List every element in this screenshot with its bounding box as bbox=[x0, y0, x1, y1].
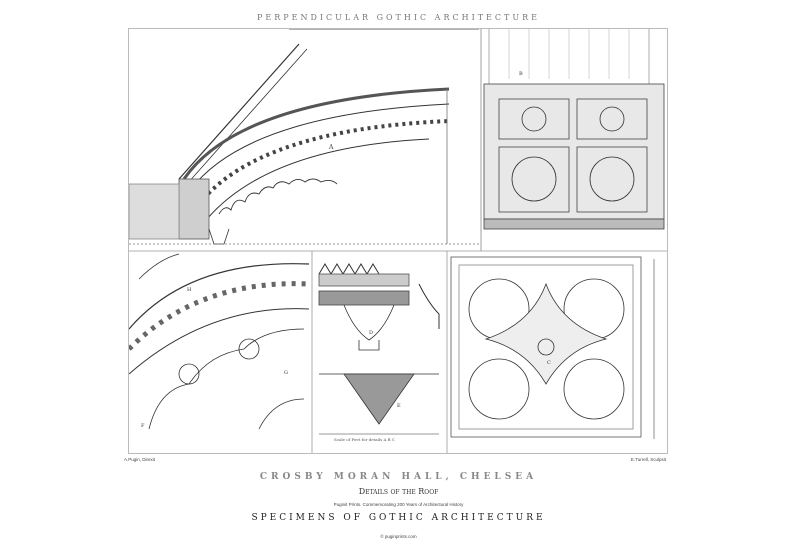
scale-note: Scale of Feet for details A B C bbox=[334, 437, 395, 442]
detail-h-g-f-arches: H G F bbox=[129, 253, 310, 430]
engraving-illustration: A B H G F bbox=[129, 29, 667, 453]
label-f: F bbox=[141, 423, 145, 429]
credit-engraver: E.Turrell, Sculpsit bbox=[630, 457, 666, 462]
detail-a-roof-arch: A bbox=[129, 29, 479, 245]
plate-header-title: PERPENDICULAR GOTHIC ARCHITECTURE bbox=[257, 13, 540, 22]
label-c: C bbox=[547, 360, 551, 366]
detail-d-e-bracket: D E Scale of Feet for details A B C bbox=[318, 263, 440, 442]
detail-b-screen: B bbox=[483, 29, 665, 230]
place-title: CROSBY MORAN HALL, CHELSEA bbox=[259, 472, 538, 482]
label-a: A bbox=[328, 144, 334, 151]
label-b: B bbox=[519, 71, 523, 77]
label-g: G bbox=[284, 370, 288, 376]
credit-director: A.Pugin, Direxit bbox=[124, 457, 156, 462]
subject-title: Details of the Roof bbox=[358, 487, 439, 496]
label-h: H bbox=[187, 287, 192, 293]
engraving-plate: A B H G F bbox=[128, 28, 668, 454]
series-title: SPECIMENS OF GOTHIC ARCHITECTURE bbox=[251, 513, 546, 523]
label-e: E bbox=[397, 403, 401, 409]
label-d: D bbox=[369, 330, 373, 336]
tagline: Puginit Prints. Commemorating 200 Years … bbox=[333, 502, 464, 507]
detail-c-quatrefoil: C bbox=[450, 256, 655, 439]
copyright: © puginprints.com bbox=[380, 534, 417, 539]
